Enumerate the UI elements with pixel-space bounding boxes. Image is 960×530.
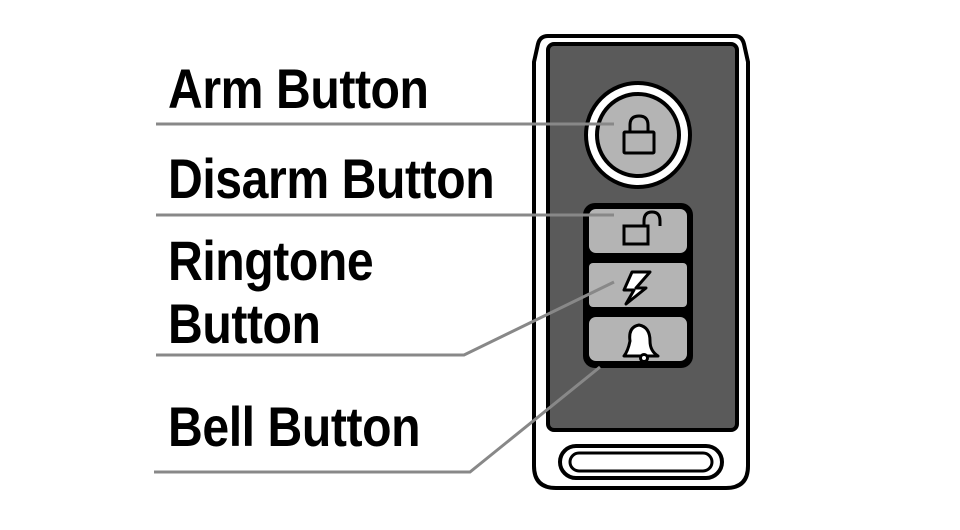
leader-line-ringtone [156, 280, 615, 357]
ringtone-button-label-line2: Button [168, 292, 321, 355]
leader-line-bell [154, 365, 601, 474]
ringtone-button-label-line1: Ringtone [168, 229, 374, 292]
disarm-button[interactable] [589, 209, 687, 253]
bell-icon [622, 323, 660, 363]
disarm-button-label: Disarm Button [168, 147, 495, 210]
lightning-icon [622, 270, 652, 306]
bell-button-label: Bell Button [168, 395, 421, 458]
arm-button[interactable] [595, 92, 681, 178]
arm-button-label: Arm Button [168, 57, 429, 120]
unlock-icon [622, 210, 662, 246]
lock-icon [622, 114, 656, 155]
leader-lines [154, 122, 615, 474]
lanyard-slot [558, 444, 724, 480]
lanyard-slot-inner [568, 451, 714, 473]
